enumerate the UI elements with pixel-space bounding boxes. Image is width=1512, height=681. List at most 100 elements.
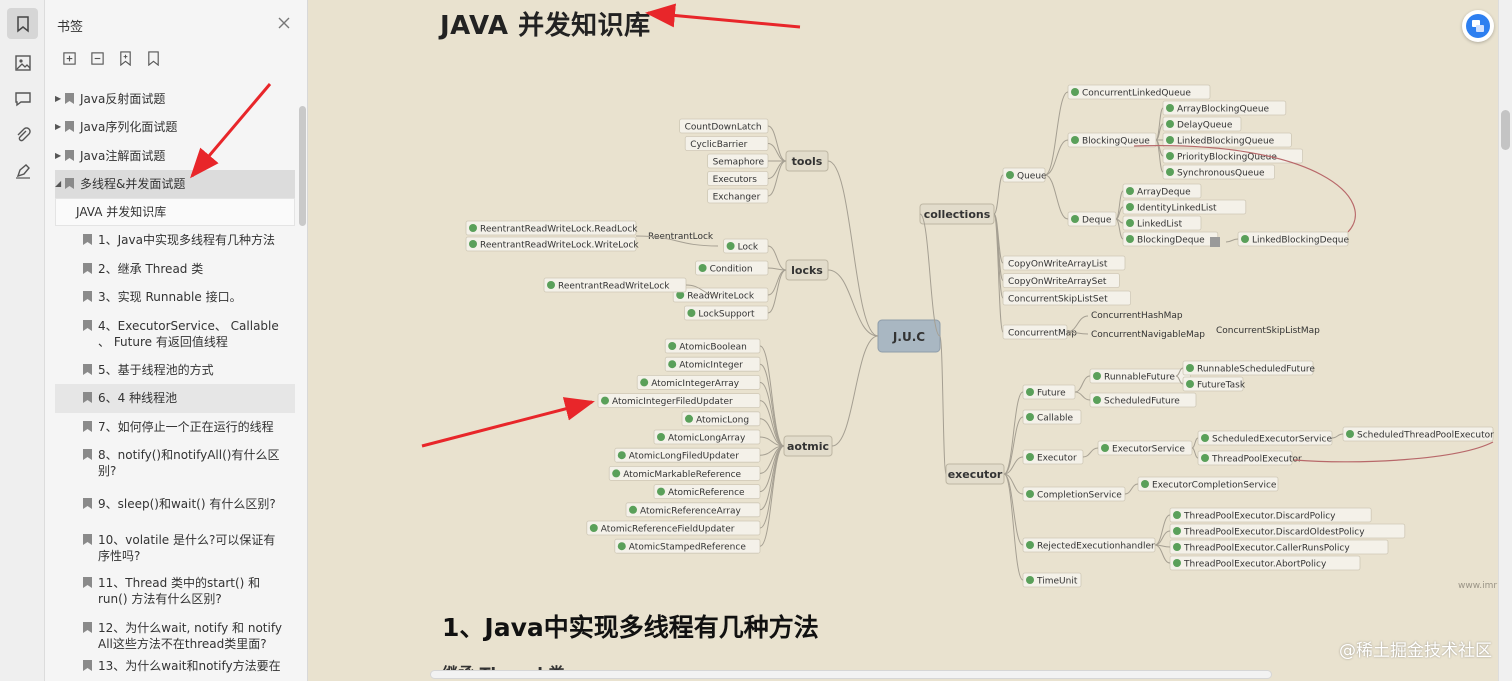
bookmark-icon[interactable] [7,8,38,39]
bookmark-item-icon [83,291,92,302]
tree-node[interactable]: ▶Java注解面试题 [55,141,295,170]
signature-icon[interactable] [7,155,38,186]
expand-arrow-icon[interactable]: ▶ [55,150,62,160]
bookmark-item-icon [83,319,92,331]
mindmap-leaf-label: DelayQueue [1177,121,1233,131]
expand-arrow-icon[interactable]: ▶ [55,93,62,103]
tree-node[interactable]: ▶Java序列化面试题 [55,113,295,142]
bookmark-child[interactable]: 13、为什么wait和notify方法要在 [55,654,295,678]
mindmap-badge-icon [589,524,598,532]
collapse-all-icon[interactable] [89,49,105,67]
mindmap-leaf-label: ExecutorCompletionService [1152,481,1277,491]
mindmap-leaf-label: RunnableScheduledFuture [1197,365,1315,375]
bookmark-child[interactable]: 6、4 种线程池 [55,384,295,413]
bookmark-item-icon [65,92,74,104]
add-bookmark-icon[interactable] [117,49,133,67]
mindmap-badge-icon [1166,104,1174,112]
bookmark-child[interactable]: 4、ExecutorService、 Callable 、 Future 有返回… [55,312,295,356]
mindmap-leaf-label: ExecutorService [1112,445,1185,455]
bookmark-child[interactable]: 3、实现 Runnable 接口。 [55,283,295,312]
mindmap-badge-icon [1201,434,1209,442]
vertical-scroll-thumb[interactable] [1501,110,1510,150]
mindmap-badge-icon [1126,219,1134,227]
mindmap-link [759,345,785,447]
mindmap-leaf-label: BlockingDeque [1137,236,1205,246]
bookmark-child-label: 7、如何停止一个正在运行的线程 [98,419,274,434]
expand-all-icon[interactable] [61,49,77,67]
bookmark-child[interactable]: 11、Thread 类中的start() 和 run() 方法有什么区别? [55,569,295,614]
tree-node-selected[interactable]: ◢多线程&并发面试题 [55,169,295,198]
mindmap-badge-icon [1026,490,1034,498]
mindmap-leaf-label: AtomicInteger [679,361,743,371]
mindmap-link [759,418,785,447]
bookmark-outline-icon[interactable] [145,49,161,67]
mindmap-link [1115,190,1124,220]
expand-arrow-icon[interactable]: ▶ [55,122,62,132]
bookmark-child[interactable]: 9、sleep()和wait() 有什么区别? [55,486,295,524]
comment-icon[interactable] [7,83,38,114]
mindmap-leaf-label: Semaphore [713,158,765,168]
panel-scrollbar[interactable] [299,106,306,226]
close-icon[interactable] [276,15,292,31]
bookmark-item-icon [83,534,92,545]
mindmap-badge-icon [698,264,707,272]
bookmark-child[interactable]: 12、为什么wait, notify 和 notify All这些方法不在thr… [55,614,295,654]
mindmap-badge-icon [1071,88,1079,96]
mindmap-leaf-label: AtomicStampedReference [629,543,747,553]
tree-node[interactable]: ▶Java反射面试题 [55,84,295,113]
document-horizontal-scrollbar[interactable] [430,670,1272,679]
mindmap-badge-icon [629,505,637,514]
mindmap-badge-icon [1126,235,1134,243]
bookmark-child[interactable]: 8、notify()和notifyAll()有什么区别? [55,441,295,486]
mindmap-badge-icon [1141,480,1149,488]
mindmap-branch-label: executor [948,468,1003,481]
section-heading: 1、Java中实现多线程有几种方法 [442,613,819,642]
mindmap-leaf-label: Executor [1037,454,1077,464]
bookmark-child-label: 8、notify()和notifyAll()有什么区别? [98,448,280,478]
bookmark-child[interactable]: JAVA 并发知识库 [55,198,295,226]
mindmap-link [759,400,785,447]
mindmap-leaf-label: Future [1037,389,1066,399]
mindmap-link [939,335,947,475]
mindmap-leaf-label: AtomicLongFiledUpdater [629,452,739,462]
mindmap-link [919,213,941,337]
bookmark-child-label: 10、volatile 是什么?可以保证有序性吗? [98,533,276,563]
attachment-icon[interactable] [7,119,38,150]
mindmap-link [993,174,1004,215]
mindmap-badge-icon [676,291,685,299]
juc-mindmap: J.U.CtoolsCountDownLatchCyclicBarrierSem… [465,84,1497,591]
mindmap-leaf-label: ConcurrentHashMap [1091,311,1183,321]
mindmap-branch-label: aotmic [787,440,829,453]
mindmap-link [1155,139,1164,173]
mindmap-link [827,269,879,337]
document-vertical-scrollbar[interactable] [1498,0,1512,681]
image-icon[interactable] [7,47,38,78]
translate-button[interactable] [1462,10,1494,42]
mindmap-badge-icon [469,240,477,248]
bookmark-child[interactable]: 10、volatile 是什么?可以保证有序性吗? [55,524,295,569]
page-title: JAVA 并发知识库 [440,11,651,41]
mindmap-leaf-label: AtomicLongArray [668,434,746,444]
bookmark-item-icon [65,149,74,161]
bookmark-child[interactable]: 7、如何停止一个正在运行的线程 [55,413,295,442]
mindmap-badge-icon [612,469,621,478]
bookmark-item-icon [83,420,92,432]
bookmark-child-label: 12、为什么wait, notify 和 notify All这些方法不在thr… [98,621,282,651]
mindmap-leaf-label: Deque [1082,216,1112,226]
bookmark-child[interactable]: 2、继承 Thread 类 [55,255,295,284]
mindmap-leaf-label: RejectedExecutionhandler [1037,542,1155,552]
mindmap-badge-icon [1093,372,1101,380]
mindmap-badge-icon [1166,120,1174,128]
mindmap-badge-icon [1026,541,1034,549]
mindmap-link [1154,514,1171,546]
mindmap-badge-icon [1026,413,1034,421]
bookmark-child[interactable]: 1、Java中实现多线程有几种方法 [55,226,295,255]
mindmap-link [635,235,719,247]
mindmap-badge-icon [1093,396,1101,404]
mindmap-leaf-label: ScheduledExecutorService [1212,435,1332,445]
bookmark-child[interactable]: 5、基于线程池的方式 [55,356,295,385]
mindmap-link [767,269,787,314]
mindmap-relation-link [1293,441,1494,463]
collapse-arrow-icon[interactable]: ◢ [55,179,62,189]
